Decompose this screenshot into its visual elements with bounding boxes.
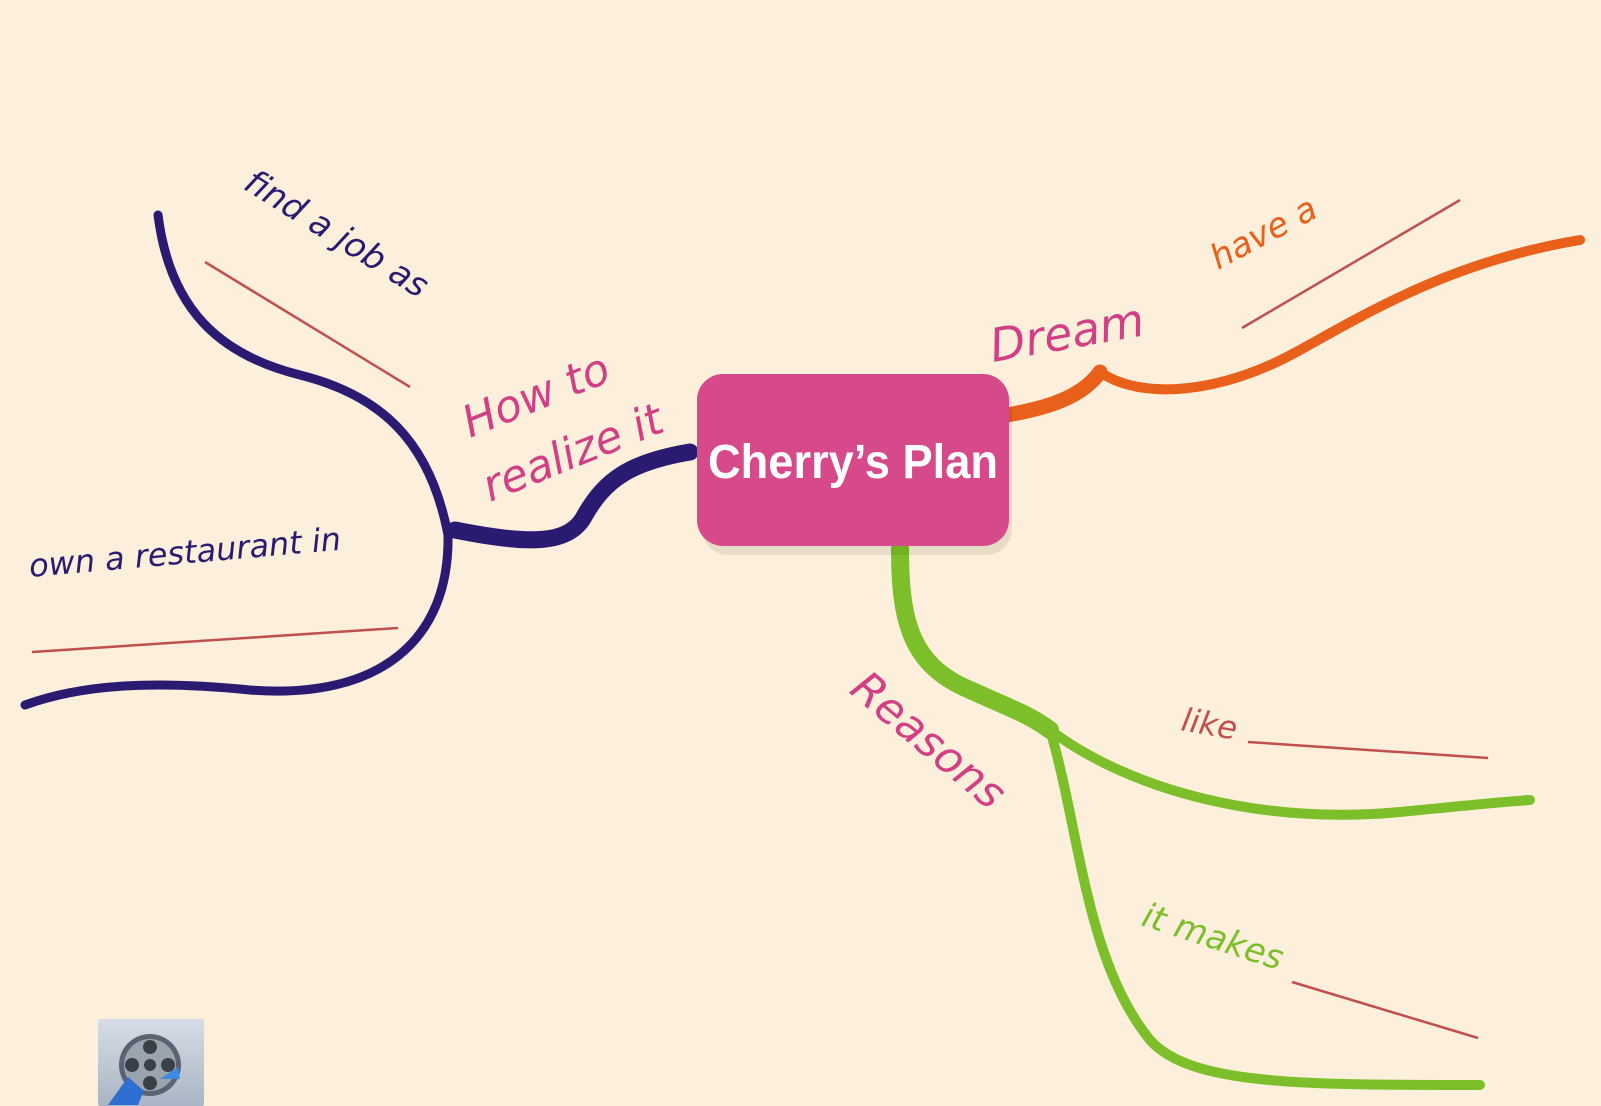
center-title: Cherry’s Plan [708, 436, 998, 489]
branch-dream-curve [1095, 235, 1585, 395]
blank-line-like [1247, 740, 1489, 760]
blank-line-restaurant [31, 626, 399, 654]
center-box [697, 374, 1009, 546]
blank-line-it-makes [1291, 980, 1479, 1040]
film-reel-icon[interactable] [98, 1019, 204, 1106]
branch-how-upper-curve [153, 210, 453, 540]
branch-how-lower-curve [20, 530, 453, 710]
branch-reasons-lower-curve [1045, 725, 1485, 1090]
branch-how-trunk [446, 443, 699, 549]
blank-line-find-job [204, 260, 411, 389]
center-node: Cherry’s Plan [697, 374, 1012, 555]
branch-reasons-upper-curve [1045, 725, 1535, 820]
branch-reasons-trunk [891, 539, 1059, 739]
branch-dream-trunk [987, 364, 1108, 425]
blank-line-have-a [1241, 198, 1461, 330]
